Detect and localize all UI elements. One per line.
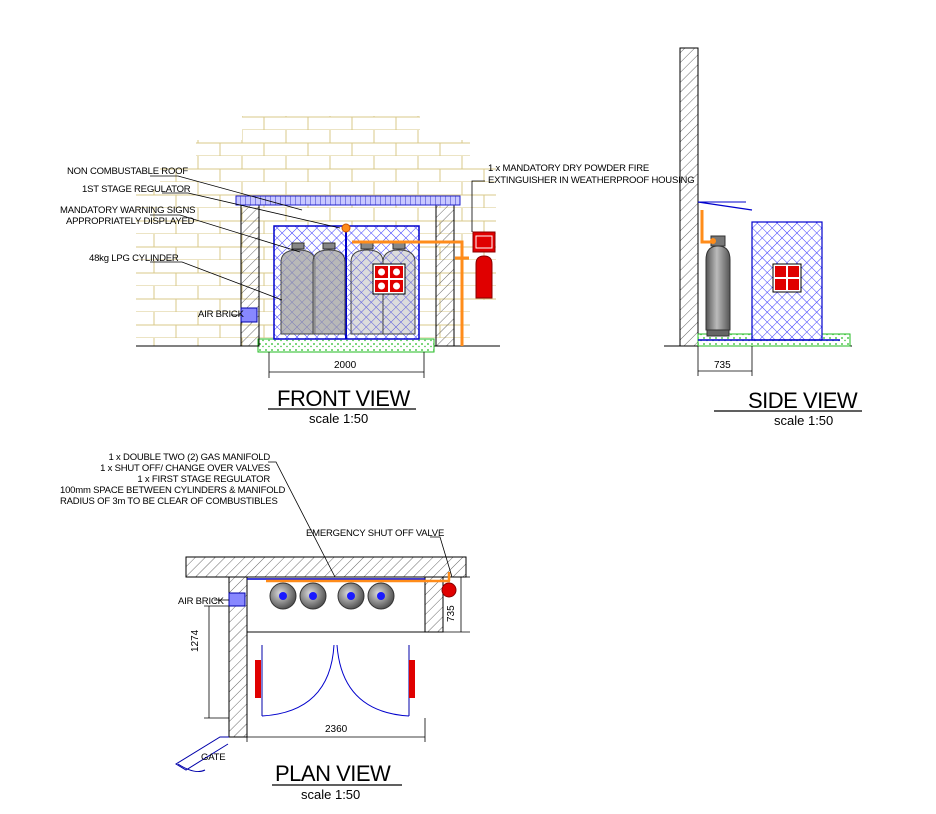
plan-dim-width: 2360 [325,724,348,735]
side-cylinder [705,235,731,337]
plan-cylinders [269,582,395,610]
plan-extinguisher [441,582,457,598]
side-wall [679,47,699,347]
label-air-brick: AIR BRICK [198,309,244,320]
warning-signs [372,263,406,295]
plan-note-5: RADIUS OF 3m TO BE CLEAR OF COMBUSTIBLES [60,496,278,507]
plan-dim-depth: 1274 [190,629,201,652]
plan-leaders [268,461,453,578]
front-dimension-value: 2000 [334,360,357,371]
plan-dimensions [204,576,470,742]
label-extinguisher-line2: EXTINGUISHER IN WEATHERPROOF HOUSING [488,175,695,186]
side-view [664,47,862,412]
plan-doors [247,631,425,717]
plan-note-1: 1 x DOUBLE TWO (2) GAS MANIFOLD [108,452,271,463]
front-leaders [150,175,485,316]
front-dimension [268,352,425,378]
plan-air-brick [228,592,246,607]
side-warning-signs [772,263,802,293]
regulator [341,223,351,233]
plan-dim-side: 735 [446,605,457,622]
plan-note-4: 100mm SPACE BETWEEN CYLINDERS & MANIFOLD [60,485,286,496]
label-regulator: 1ST STAGE REGULATOR [82,184,191,195]
concrete-base [257,338,435,353]
front-view [136,116,500,410]
side-dimension-value: 735 [714,360,731,371]
roof [235,195,461,206]
right-wall [435,203,455,347]
plan-note-3: 1 x FIRST STAGE REGULATOR [137,474,270,485]
plan-left-wall [228,576,248,738]
plan-view [175,461,470,786]
plan-view-scale: scale 1:50 [301,787,361,802]
plan-gate [175,736,229,772]
label-signs-line2: APPROPRIATELY DISPLAYED [66,216,195,227]
front-view-title: FRONT VIEW [277,386,410,411]
side-view-title: SIDE VIEW [748,388,858,413]
label-emergency-valve: EMERGENCY SHUT OFF VALVE [306,528,445,539]
plan-note-2: 1 x SHUT OFF/ CHANGE OVER VALVES [100,463,270,474]
label-roof: NON COMBUSTABLE ROOF [67,166,188,177]
label-gate: GATE [201,752,226,763]
plan-right-wall [424,576,444,633]
label-signs-line1: MANDATORY WARNING SIGNS [60,205,196,216]
side-view-scale: scale 1:50 [774,413,834,428]
front-view-scale: scale 1:50 [309,411,369,426]
plan-view-title: PLAN VIEW [275,761,391,786]
label-cylinder: 48kg LPG CYLINDER [89,253,179,264]
fire-extinguisher [472,231,496,299]
side-dimension [697,346,753,376]
left-wall [240,203,260,347]
plan-label-air-brick: AIR BRICK [178,596,224,607]
label-extinguisher-line1: 1 x MANDATORY DRY POWDER FIRE [488,163,650,174]
